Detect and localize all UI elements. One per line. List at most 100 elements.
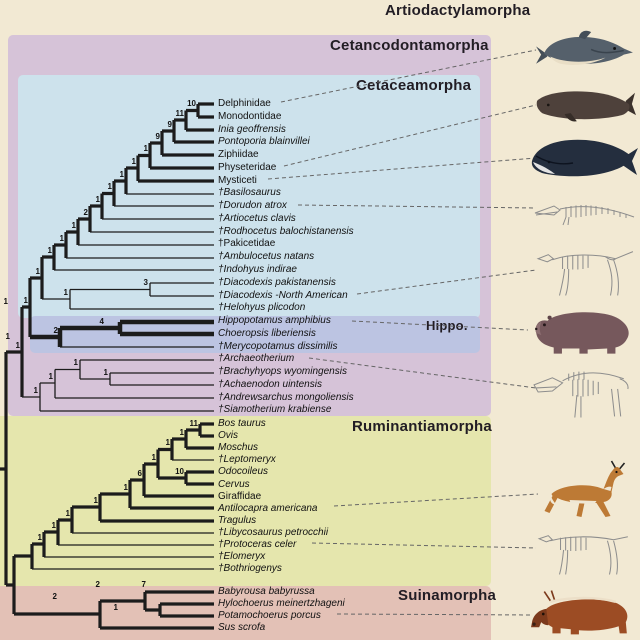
node-support-value: 1 xyxy=(33,386,38,395)
bowhead-whale-illustration xyxy=(528,134,638,186)
taxon-label: Babyrousa babyrussa xyxy=(218,586,315,597)
taxon-label: †Helohyus plicodon xyxy=(218,302,306,314)
clade-label-artiodactylamorpha: Artiodactylamorpha xyxy=(385,2,531,19)
node-support-value: 1 xyxy=(179,428,184,437)
taxon-label: †Diacodexis -North American xyxy=(218,289,348,301)
node-support-value: 1 xyxy=(165,438,170,447)
node-support-value: 2 xyxy=(83,208,88,217)
node-support-value: 10 xyxy=(187,99,196,108)
taxon-label: †Achaenodon uintensis xyxy=(218,378,322,390)
sperm-whale-illustration xyxy=(534,84,636,128)
node-support-value: 11 xyxy=(175,109,184,118)
node-support-value: 1 xyxy=(123,483,128,492)
node-support-value: 1 xyxy=(35,267,40,276)
node-support-value: 1 xyxy=(51,521,56,530)
tree-branches-thin xyxy=(22,193,214,570)
protoceratid-skeleton-illustration xyxy=(534,526,636,578)
taxon-label: Sus scrofa xyxy=(218,622,266,633)
region-ruminantiamorpha xyxy=(0,416,491,586)
node-support-value: 1 xyxy=(73,358,78,367)
taxon-label: Delphinidae xyxy=(218,98,271,109)
taxon-label: †Protoceras celer xyxy=(218,539,297,550)
taxon-label: Monodontidae xyxy=(218,110,282,122)
node-support-value: 7 xyxy=(141,580,146,589)
node-support-value: 1 xyxy=(95,195,100,204)
node-support-value: 1 xyxy=(71,221,76,230)
taxon-label: Moschus xyxy=(218,442,259,454)
taxon-label: Antilocapra americana xyxy=(218,502,318,514)
node-support-value: 1 xyxy=(65,509,70,518)
node-support-value: 6 xyxy=(137,469,142,478)
node-support-value: 1 xyxy=(37,533,42,542)
taxon-label: †Leptomeryx xyxy=(218,454,276,466)
taxon-label: †Merycopotamus dissimilis xyxy=(218,340,338,352)
node-support-value: 1 xyxy=(63,288,68,297)
taxon-label: Odocoileus xyxy=(218,466,269,478)
taxon-label: Bos taurus xyxy=(218,418,266,429)
node-support-value: 1 xyxy=(151,453,156,462)
taxon-label: †Siamotherium krabiense xyxy=(218,404,332,416)
node-support-value: 1 xyxy=(119,170,124,179)
node-support-value: 1 xyxy=(93,496,98,505)
taxon-label: †Dorudon atrox xyxy=(218,200,287,212)
node-support-value: 1 xyxy=(48,372,53,381)
node-support-value: 2 xyxy=(53,326,58,335)
node-support-value: 9 xyxy=(167,120,172,129)
hippopotamus-illustration xyxy=(528,304,636,358)
taxon-label: Pontoporia blainvillei xyxy=(218,136,310,148)
node-support-value: 1 xyxy=(5,332,10,341)
taxon-label: †Indohyus indirae xyxy=(218,264,297,275)
taxon-label: Mysticeti xyxy=(218,174,257,186)
node-support-value: 9 xyxy=(155,132,160,141)
taxon-label: †Basilosaurus xyxy=(218,187,281,199)
clade-label-cetancodontamorpha: Cetancodontamorpha xyxy=(330,37,489,54)
diacodexis-skeleton-illustration xyxy=(534,242,636,302)
taxon-label: †Libycosaurus petrocchii xyxy=(218,526,329,538)
node-support-value: 4 xyxy=(99,317,104,326)
taxon-label: Hylochoerus meinertzhageni xyxy=(218,598,345,609)
taxon-label: Ovis xyxy=(218,430,238,442)
tree-branches-hippo-clade xyxy=(30,319,214,347)
basilosaurid-skeleton-illustration xyxy=(532,190,636,234)
node-support-value: 1 xyxy=(113,603,118,612)
taxon-label: †Rodhocetus balochistanensis xyxy=(218,225,354,237)
node-support-value: 10 xyxy=(175,467,184,476)
node-support-value: 3 xyxy=(143,278,148,287)
entelodont-skeleton-illustration xyxy=(532,360,636,422)
common-dolphin-illustration xyxy=(534,26,636,74)
node-support-value: 1 xyxy=(103,368,108,377)
node-support-value: 2 xyxy=(95,580,100,589)
taxon-label: Choeropsis liberiensis xyxy=(218,327,316,339)
taxon-label: †Bothriogenys xyxy=(218,563,282,575)
node-support-value: 1 xyxy=(3,297,8,306)
clade-label-suinamorpha: Suinamorpha xyxy=(398,587,497,604)
red-river-hog-illustration xyxy=(530,588,636,640)
node-support-value: 1 xyxy=(59,234,64,243)
taxon-label: †Andrewsarchus mongoliensis xyxy=(218,391,354,403)
connector-lines xyxy=(267,49,539,616)
taxon-label: Hippopotamus amphibius xyxy=(218,315,331,327)
node-support-value: 1 xyxy=(47,246,52,255)
tree-branches-thick xyxy=(0,102,214,630)
region-cetaceamorpha xyxy=(18,75,480,318)
taxon-label: †Ambulocetus natans xyxy=(218,251,315,263)
taxon-label: †Pakicetidae xyxy=(218,238,276,250)
taxon-label: Tragulus xyxy=(218,514,257,526)
taxon-label: Ziphiidae xyxy=(218,149,259,161)
node-support-value: 1 xyxy=(131,157,136,166)
node-support-value: 2 xyxy=(52,592,57,601)
taxon-label: Physeteridae xyxy=(218,161,277,173)
taxon-label: †Archaeotherium xyxy=(218,353,295,365)
pronghorn-illustration xyxy=(538,460,636,522)
taxon-label: Inia geoffrensis xyxy=(218,123,286,135)
taxon-label: Giraffidae xyxy=(218,490,262,502)
node-support-value: 1 xyxy=(107,182,112,191)
node-support-value: 11 xyxy=(189,419,198,428)
taxon-label: †Elomeryx xyxy=(218,551,266,563)
clade-label-ruminantiamorpha: Ruminantiamorpha xyxy=(352,418,492,435)
node-support-value: 1 xyxy=(23,296,28,305)
node-support-value: 1 xyxy=(143,144,148,153)
taxon-label: Potamochoerus porcus xyxy=(218,610,321,621)
